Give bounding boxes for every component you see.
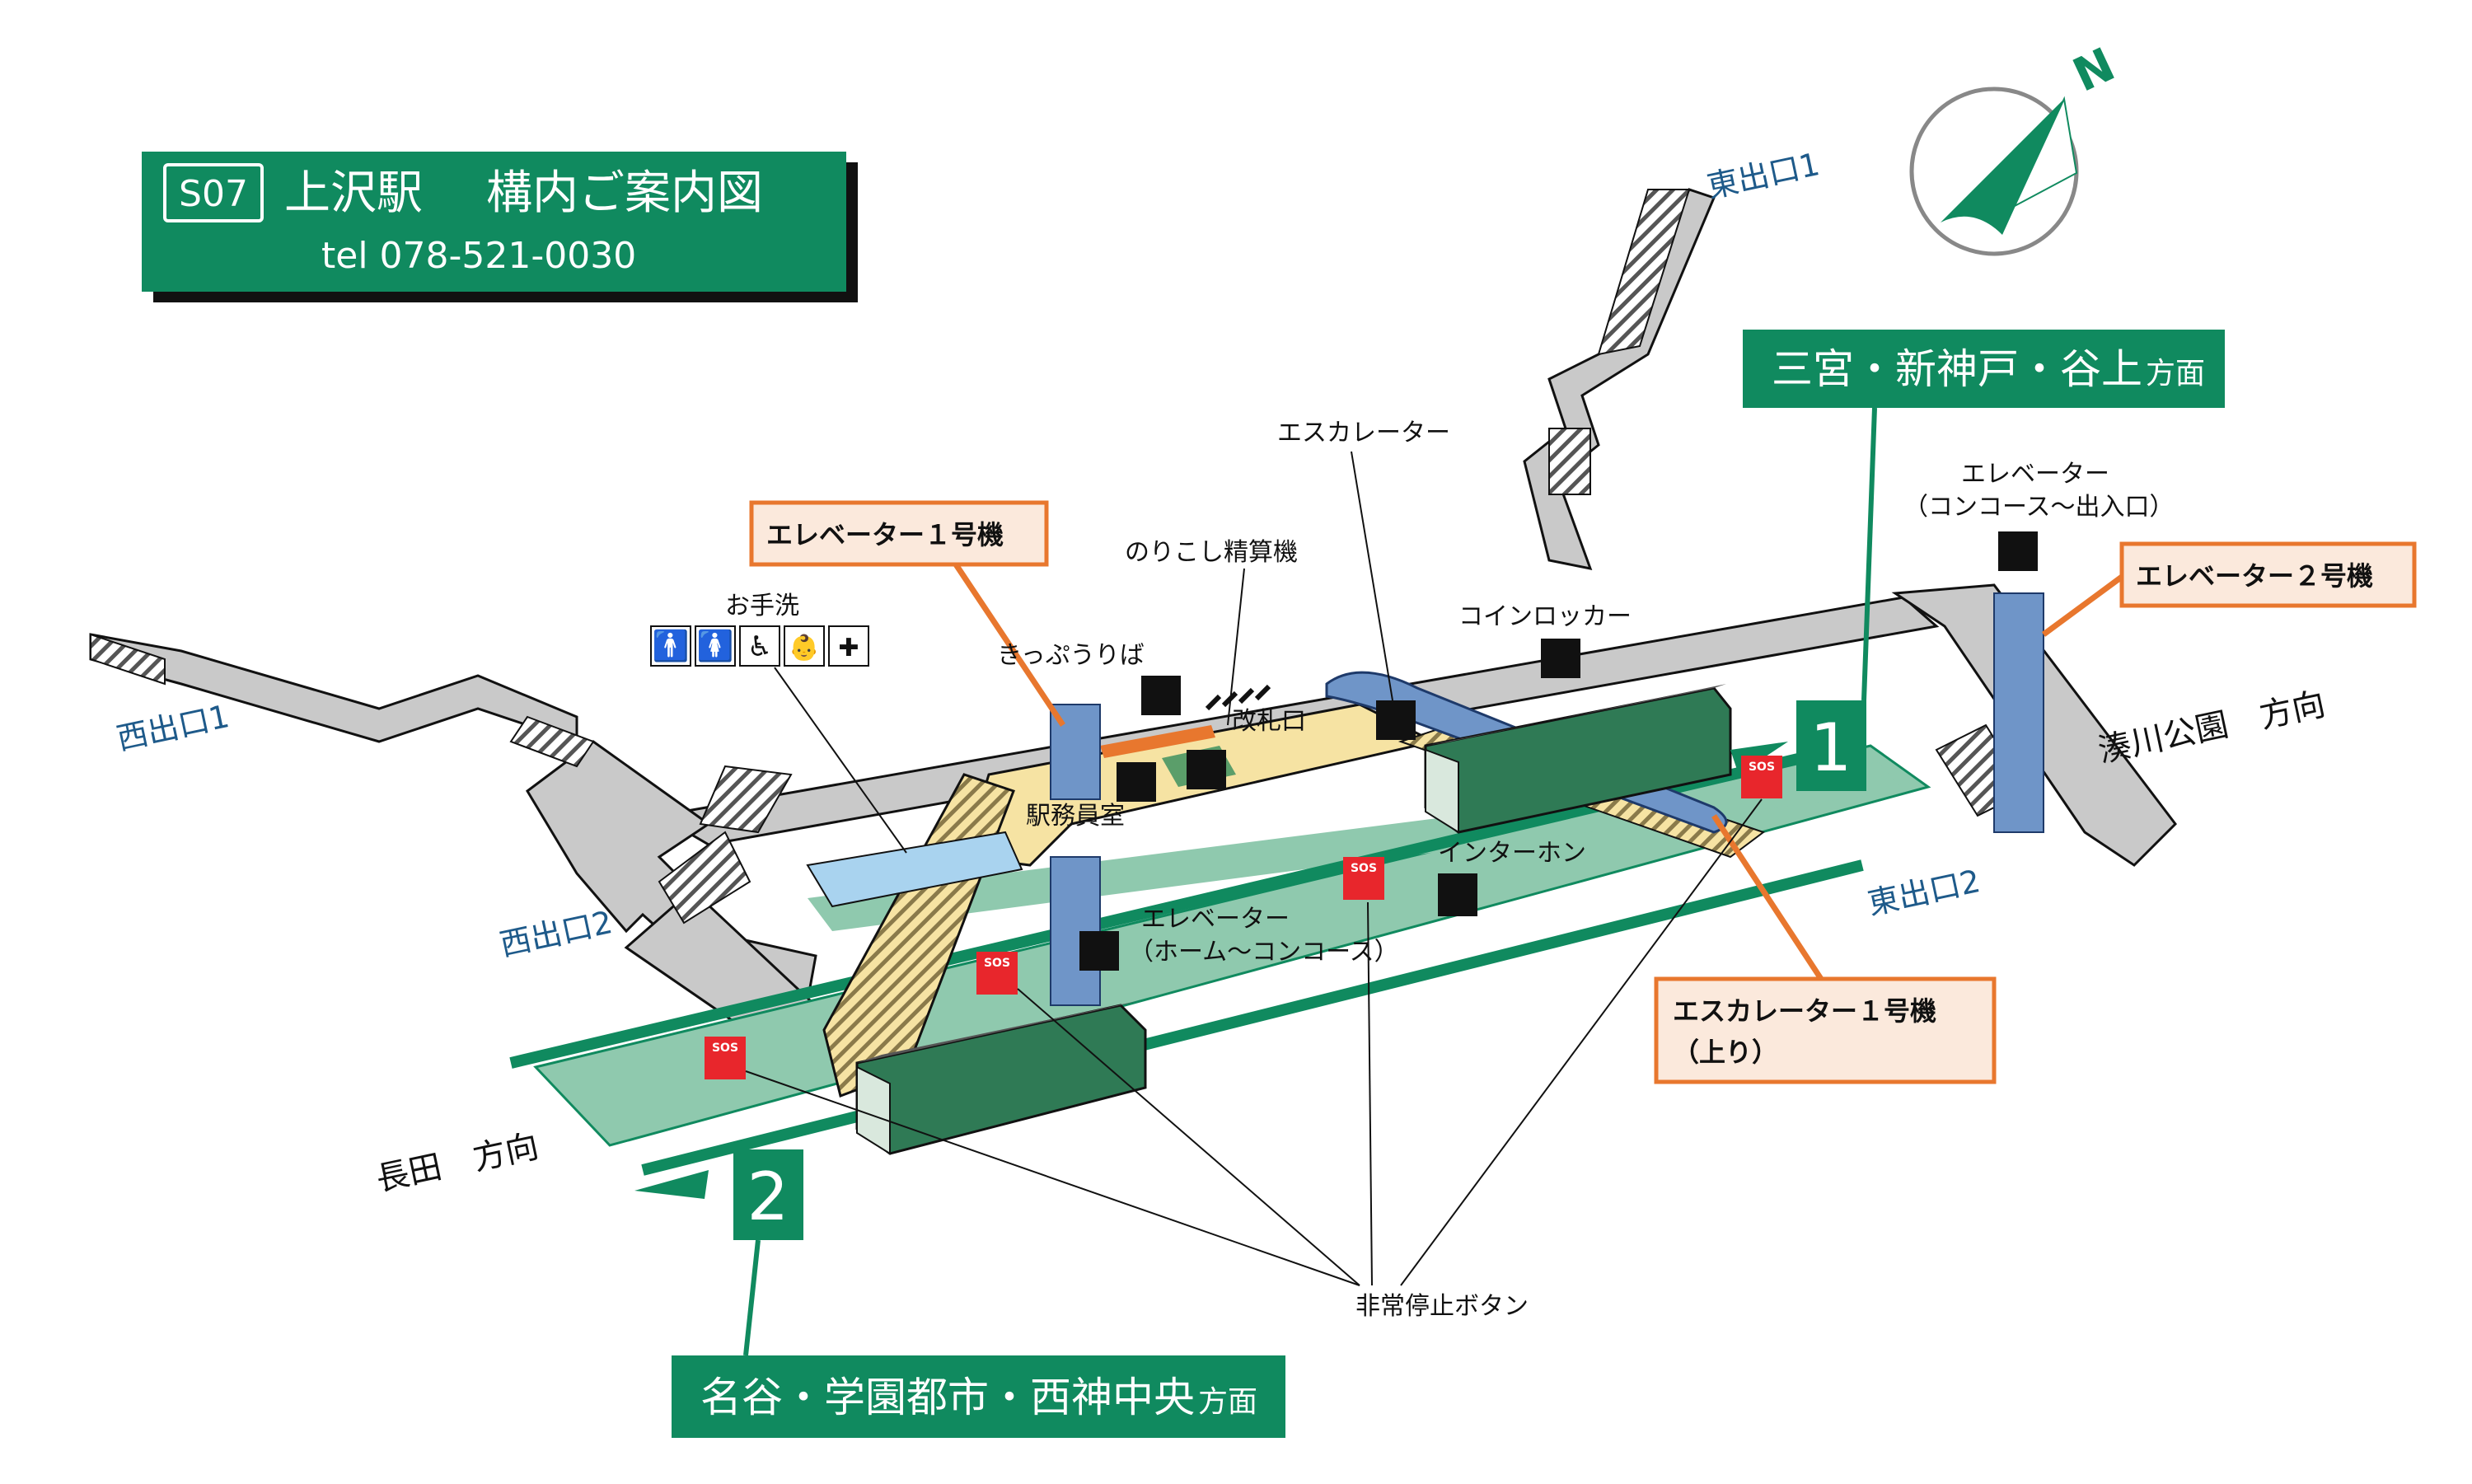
sos-button-icon: SOS: [976, 952, 1018, 995]
exit-west-1: 西出口1: [114, 698, 232, 757]
elevator-1-callout: エレベーター１号機: [749, 500, 1065, 727]
elevator-icon: [1079, 931, 1119, 971]
sos-button-icon: SOS: [705, 1037, 746, 1079]
station-code: S07: [179, 173, 248, 215]
ticket-label: きっぷうりば: [997, 641, 1145, 670]
platform-1-direction: 三宮・新神戸・谷上方面 1: [1730, 330, 2225, 791]
sos-button-icon: SOS: [1741, 756, 1782, 798]
elevator-platform-sublabel: （ホーム～コンコース）: [1129, 938, 1399, 967]
escalator-1-label: エスカレーター１号機: [1673, 995, 1936, 1027]
baby-care-icon: 👶: [789, 633, 819, 662]
sos-button-icon: SOS: [1343, 857, 1384, 900]
svg-text:SOS: SOS: [1351, 862, 1377, 875]
direction-east: 湊川公園 方向: [2095, 686, 2329, 770]
elevator-2-callout: エレベーター２号機: [2041, 541, 2417, 637]
emergency-button-leaders: [745, 798, 1763, 1286]
svg-text:SOS: SOS: [1749, 761, 1775, 774]
platform-2-number: 2: [747, 1159, 789, 1235]
elevator-2-label: エレベーター２号機: [2136, 560, 2373, 592]
wheelchair-icon: ♿: [747, 630, 772, 663]
female-toilet-icon: 🚺: [697, 629, 734, 663]
platform-1-number: 1: [1810, 709, 1852, 786]
svg-text:SOS: SOS: [712, 1042, 738, 1055]
ticket-machine-icon: [1141, 676, 1181, 715]
coin-locker-icon: [1541, 639, 1580, 678]
toilet-label: お手洗: [725, 592, 799, 620]
elevator-concourse-label: エレベーター: [1961, 460, 2109, 489]
station-code-badge: [163, 163, 264, 222]
train-icon: [855, 1001, 1147, 1155]
station-name: 上沢駅: [284, 166, 423, 220]
elevator-2-shaft: [1993, 592, 2044, 833]
intercom-label: インターホン: [1438, 839, 1586, 868]
ticket-gate-icon: [1205, 684, 1271, 711]
gate-label: 改札口: [1232, 707, 1306, 736]
exit-east-2: 東出口2: [1865, 863, 1983, 922]
exit-east-1: 東出口1: [1704, 146, 1823, 205]
north-label: N: [2065, 38, 2123, 103]
escalator-1-callout: エスカレーター１号機 （上り）: [1654, 814, 1997, 1084]
exit-west-2: 西出口2: [497, 904, 616, 963]
map-title: 構内ご案内図: [486, 166, 763, 220]
emergency-button-label: 非常停止ボタン: [1355, 1292, 1529, 1321]
fare-adjust-label: のりこし精算機: [1125, 538, 1298, 567]
phone-number: tel 078-521-0030: [321, 235, 636, 277]
office-label: 駅務員室: [1026, 802, 1125, 831]
escalator-icon: [1376, 700, 1416, 740]
train-icon: [1424, 684, 1732, 834]
escalator-1-sublabel: （上り）: [1673, 1037, 1778, 1068]
ostomate-icon: ✚: [838, 634, 859, 662]
coin-locker-label: コインロッカー: [1458, 602, 1632, 631]
title-panel: S07 上沢駅 構内ご案内図 tel 078-521-0030: [142, 152, 858, 302]
elevator-1-label: エレベーター１号機: [766, 519, 1004, 550]
toilet-icons: 🚹 🚺 ♿ 👶 ✚: [650, 625, 907, 854]
male-toilet-icon: 🚹: [653, 629, 690, 663]
station-staff-icon: [1117, 762, 1156, 802]
elevator-icon: [1998, 531, 2038, 571]
intercom-icon: [1438, 873, 1477, 916]
compass-icon: N: [1909, 38, 2123, 256]
platform-2-direction: 名谷・学園都市・西神中央方面 2: [634, 1149, 1285, 1438]
platform-1-destination: 三宮・新神戸・谷上方面: [1772, 345, 2205, 393]
platform-2-destination: 名谷・学園都市・西神中央方面: [700, 1374, 1257, 1421]
escalator-label: エスカレーター: [1277, 419, 1450, 447]
elevator-platform-label: エレベーター: [1141, 905, 1290, 934]
fare-adjust-icon: [1187, 750, 1226, 789]
elevator-concourse-sublabel: （コンコース～出入口）: [1903, 493, 2175, 522]
direction-west: 長田 方向: [373, 1127, 542, 1199]
svg-text:SOS: SOS: [984, 957, 1010, 970]
direction-arrow-icon: [634, 1170, 709, 1199]
